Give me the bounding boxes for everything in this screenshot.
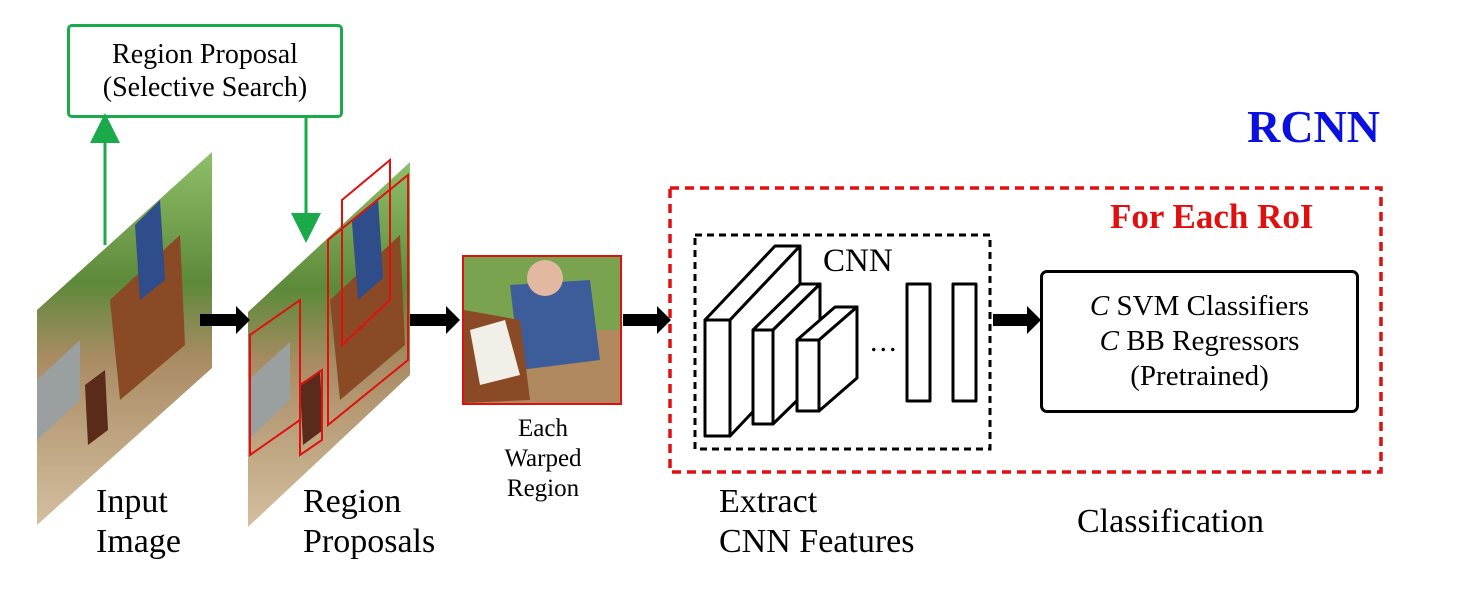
cnn-label: CNN bbox=[823, 243, 893, 279]
warped-region-image bbox=[462, 255, 622, 405]
rcnn-title: RCNN bbox=[1247, 101, 1380, 152]
arrow-1 bbox=[200, 306, 250, 334]
arrow-4 bbox=[993, 306, 1041, 334]
extract-features-label-line1: Extract bbox=[719, 483, 818, 520]
proposal-box-3 bbox=[327, 172, 409, 428]
svm-count-var: C bbox=[1089, 290, 1110, 322]
pretrained-line: (Pretrained) bbox=[1130, 360, 1269, 392]
svm-classifiers-text: SVM Classifiers bbox=[1109, 290, 1310, 322]
bb-regressors-line: C BB Regressors bbox=[1100, 324, 1300, 359]
roi-label: For Each RoI bbox=[1110, 197, 1314, 236]
arrow-2 bbox=[410, 306, 460, 334]
bb-count-var: C bbox=[1099, 325, 1119, 357]
input-image bbox=[37, 152, 212, 525]
region-proposals-label-line1: Region bbox=[303, 483, 402, 520]
region-proposal-method: (Selective Search) bbox=[102, 72, 308, 103]
classifier-box: C SVM Classifiers C BB Regressors (Pretr… bbox=[1040, 270, 1359, 413]
warped-region-label-line1: Each bbox=[518, 415, 568, 442]
warped-region-label-line2: Warped bbox=[504, 445, 582, 472]
bb-regressors-text: BB Regressors bbox=[1118, 325, 1300, 357]
classification-label: Classification bbox=[1077, 503, 1264, 540]
cnn-layers bbox=[703, 244, 978, 438]
cnn-layer-3 bbox=[795, 305, 859, 413]
warped-region-label: Each Warped Region bbox=[488, 414, 598, 504]
proposal-box-4 bbox=[341, 157, 391, 348]
cnn-dashed-box bbox=[693, 233, 992, 451]
proposal-box-2 bbox=[299, 368, 323, 457]
warped-region-label-line3: Region bbox=[506, 475, 580, 502]
region-proposals-image bbox=[248, 157, 410, 527]
arrow-3 bbox=[623, 306, 671, 334]
fc-layer-2 bbox=[951, 282, 978, 403]
cnn-ellipsis: ... bbox=[870, 325, 899, 358]
region-proposals-label: Region Proposals bbox=[303, 482, 435, 562]
input-image-label-line2: Image bbox=[96, 523, 181, 560]
input-image-label-line1: Input bbox=[96, 483, 168, 520]
roi-dashed-box bbox=[668, 186, 1383, 474]
fc-layer-1 bbox=[905, 282, 932, 403]
input-image-label: Input Image bbox=[96, 482, 181, 562]
region-proposals-label-line2: Proposals bbox=[303, 523, 436, 560]
extract-features-label-line2: CNN Features bbox=[719, 523, 915, 560]
region-proposal-title: Region Proposal bbox=[112, 39, 298, 70]
region-proposal-box: Region Proposal (Selective Search) bbox=[67, 24, 343, 118]
flow-arrows bbox=[200, 306, 1041, 334]
svm-classifiers-line: C SVM Classifiers bbox=[1090, 289, 1309, 324]
extract-features-label: Extract CNN Features bbox=[719, 482, 914, 562]
